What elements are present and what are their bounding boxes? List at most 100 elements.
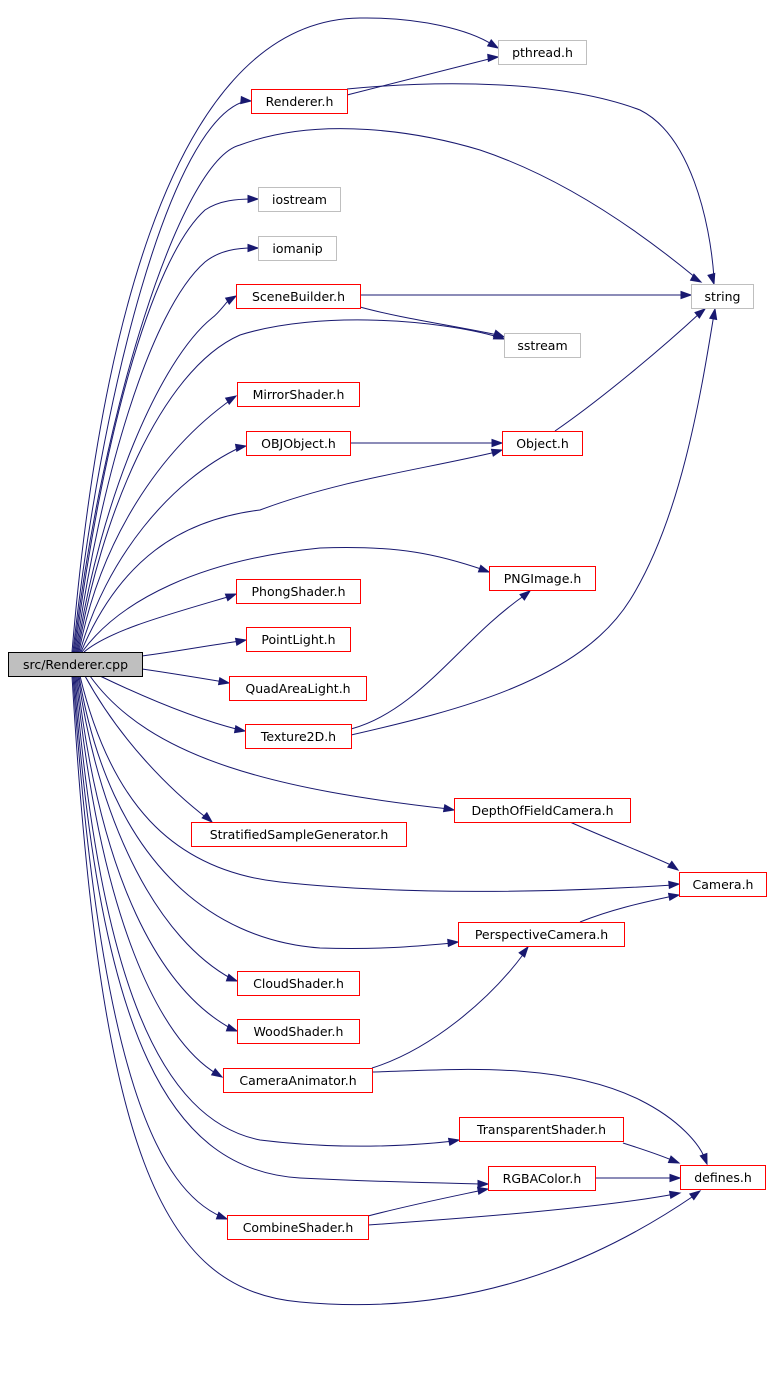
node-box [691,284,754,309]
node-label: QuadAreaLight.h [245,681,350,696]
node-objobject[interactable]: OBJObject.h [246,431,351,456]
edge-combineshader-rgbacolor [367,1186,490,1217]
node-box [191,822,407,847]
edge-dofcamera-camera [569,821,680,871]
node-rgbacolor[interactable]: RGBAColor.h [488,1166,596,1191]
node-iostream[interactable]: iostream [258,187,341,212]
edge-objobject-object [350,438,504,448]
edge-root-pointlight-line [141,640,242,657]
node-phongshader[interactable]: PhongShader.h [236,579,361,604]
edge-root-combineshader [72,675,229,1220]
edge-root-stratified-arrowhead [201,811,214,824]
edge-renderer_h-pthread [346,53,500,96]
edge-root-pngimage [81,547,491,653]
node-box [258,187,341,212]
edge-transparentshader-defines-arrowhead [667,1155,681,1164]
edge-scenebuilder-string-arrowhead [680,290,693,300]
edge-root-perspectivecamera-line [78,675,454,950]
edge-root-renderer_h-line [72,100,247,653]
edge-renderer_h-string [346,83,716,286]
node-label: CombineShader.h [243,1220,354,1235]
edge-cameraanimator-defines-line [371,1068,706,1160]
node-label: Texture2D.h [260,729,336,744]
node-label: PNGImage.h [504,571,582,586]
node-object[interactable]: Object.h [502,431,583,456]
edge-root-stratified-line [84,675,209,820]
node-label: MirrorShader.h [253,387,345,402]
edge-root-objobject-line [79,446,242,653]
node-box [237,382,360,407]
edge-root-sstream-line [77,319,499,653]
edge-object-string-line [554,312,701,432]
edge-root-dofcamera-arrowhead [442,803,456,813]
edge-root-cameraanimator [75,675,224,1078]
node-label: src/Renderer.cpp [23,657,128,672]
edge-root-pointlight [141,637,248,657]
edge-root-camera-line [79,675,674,892]
node-box [246,627,351,652]
node-box [246,431,351,456]
edge-transparentshader-defines [622,1142,681,1164]
node-stratified[interactable]: StratifiedSampleGenerator.h [191,822,407,847]
node-camera[interactable]: Camera.h [679,872,767,897]
node-box [504,333,581,358]
edge-root-woodshader-line [76,675,233,1030]
node-pngimage[interactable]: PNGImage.h [489,566,596,591]
edge-texture2d-pngimage [350,590,532,730]
edge-texture2d-pngimage-line [350,594,526,730]
node-combineshader[interactable]: CombineShader.h [227,1215,369,1240]
node-renderer-h[interactable]: Renderer.h [251,89,348,114]
edge-root-combineshader-line [72,675,223,1218]
edge-root-defines [71,675,702,1306]
edge-root-rgbacolor-arrowhead [477,1179,490,1189]
node-perspectivecamera[interactable]: PerspectiveCamera.h [458,922,625,947]
edge-rgbacolor-defines-arrowhead [669,1173,682,1183]
node-string[interactable]: string [691,284,754,309]
node-box [454,798,631,823]
edge-root-iomanip-arrowhead [247,243,260,253]
node-label: Object.h [516,436,569,451]
node-box [227,1215,369,1240]
edge-root-transparentshader-line [74,675,455,1147]
node-defines[interactable]: defines.h [680,1165,766,1190]
node-cameraanimator[interactable]: CameraAnimator.h [223,1068,373,1093]
edge-cameraanimator-perspectivecamera-line [371,951,526,1069]
edge-scenebuilder-string [360,290,693,300]
edge-scenebuilder-sstream-line [359,306,499,336]
edge-root-phongshader-line [83,595,232,653]
node-label: iostream [272,192,327,207]
node-label: WoodShader.h [254,1024,344,1039]
node-box [8,652,143,677]
node-texture2d[interactable]: Texture2D.h [245,724,352,749]
node-quadarealight[interactable]: QuadAreaLight.h [229,676,367,701]
node-box [680,1165,766,1190]
edge-root-camera-arrowhead [668,880,681,890]
edge-root-pointlight-arrowhead [234,637,248,647]
node-mirrorshader[interactable]: MirrorShader.h [237,382,360,407]
edge-root-dofcamera [89,675,456,813]
edge-root-object-arrowhead [490,448,504,457]
node-transparentshader[interactable]: TransparentShader.h [459,1117,624,1142]
node-dofcamera[interactable]: DepthOfFieldCamera.h [454,798,631,823]
edge-root-rgbacolor-line [73,675,484,1185]
edge-root-sstream-arrowhead [492,331,506,340]
node-label: Renderer.h [266,94,334,109]
edge-root-rgbacolor [73,675,490,1189]
node-box [245,724,352,749]
node-pthread[interactable]: pthread.h [498,40,587,65]
edge-root-combineshader-arrowhead [215,1211,229,1220]
node-label: pthread.h [512,45,573,60]
node-label: CameraAnimator.h [239,1073,356,1088]
edge-combineshader-defines-line [367,1193,676,1226]
edge-root-dofcamera-line [89,675,450,810]
node-iomanip[interactable]: iomanip [258,236,337,261]
node-woodshader[interactable]: WoodShader.h [237,1019,360,1044]
node-pointlight[interactable]: PointLight.h [246,627,351,652]
node-cloudshader[interactable]: CloudShader.h [237,971,360,996]
node-sstream[interactable]: sstream [504,333,581,358]
node-box [237,1019,360,1044]
edge-texture2d-string-arrowhead [708,307,718,321]
edge-texture2d-pngimage-arrowhead [519,590,532,601]
node-scenebuilder[interactable]: SceneBuilder.h [236,284,361,309]
